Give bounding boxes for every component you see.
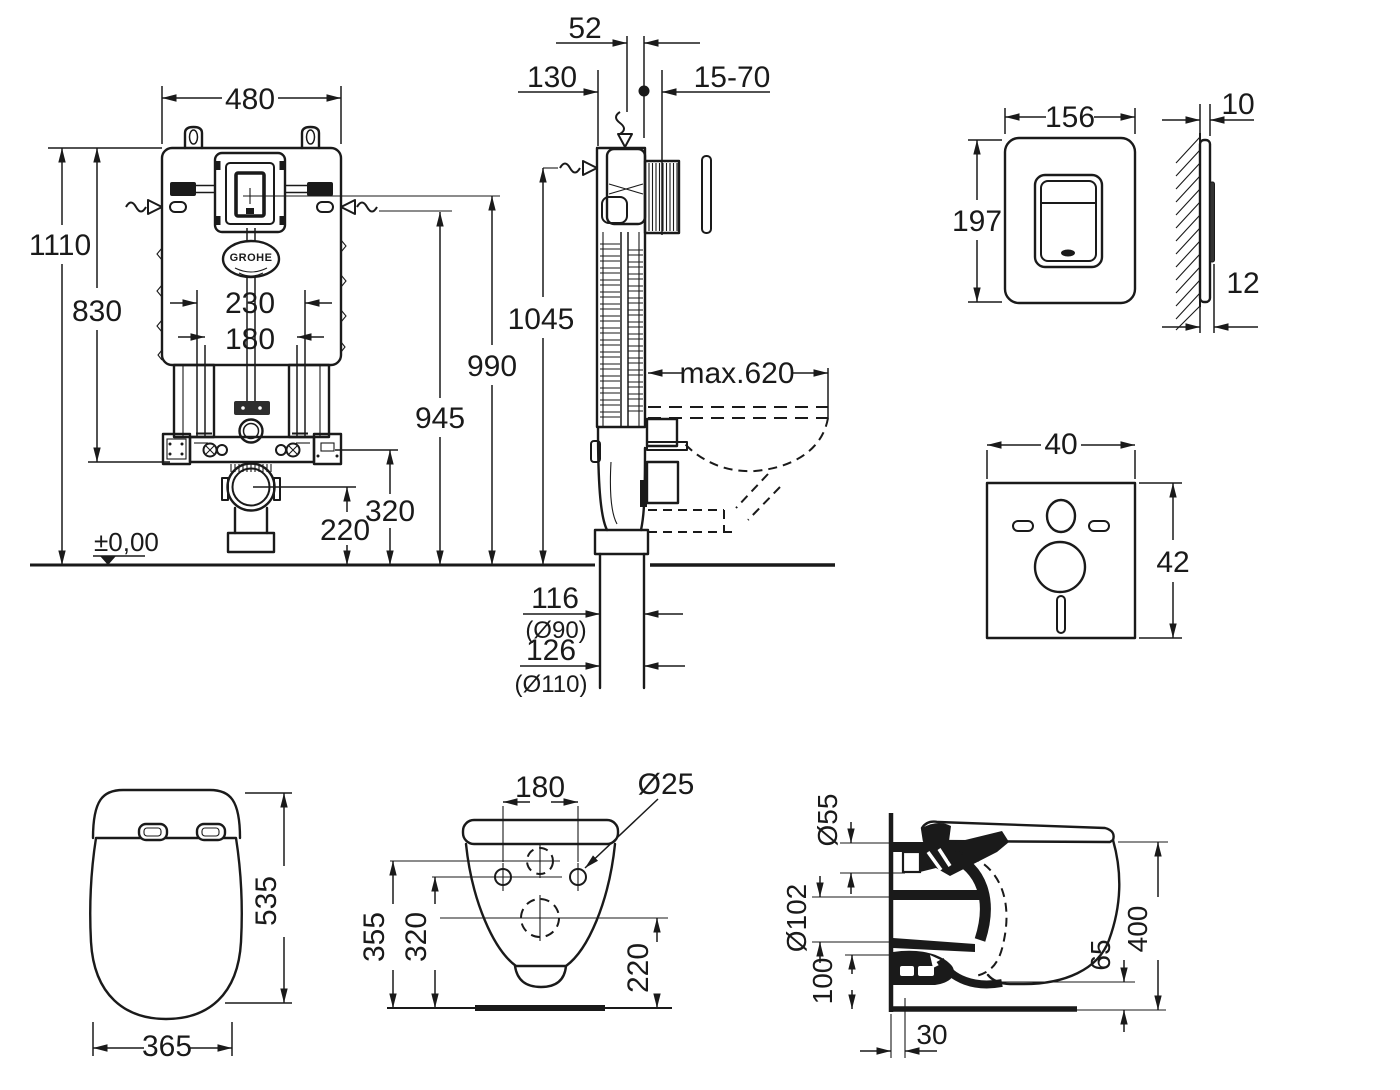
- sound-insulation-pad-view: 40 42: [985, 428, 1190, 640]
- mounting-rods: [169, 182, 334, 213]
- pan-side-view: Ø55 Ø102 100 65 400 30: [781, 794, 1168, 1058]
- dim-plate-depth-button: 12: [1226, 267, 1259, 300]
- supply-arrow-left: [543, 160, 598, 176]
- dim-pan-length: 535: [250, 876, 283, 926]
- pan-top-view: 535 365: [89, 788, 292, 1063]
- dim-back-355: 355: [358, 912, 391, 962]
- dim-height-1045: 1045: [508, 303, 575, 336]
- hanger-tabs: [183, 125, 321, 150]
- dim-pipe-dia-110: (Ø110): [515, 671, 588, 698]
- supply-arrow-down: [615, 111, 633, 148]
- dim-offset-116: 116: [531, 582, 579, 615]
- dim-pipe-dia-90: (Ø90): [525, 617, 586, 644]
- brand-label: GROHE: [230, 252, 273, 264]
- dim-spacing-inner: 180: [225, 323, 275, 356]
- dim-pad-width: 40: [1044, 428, 1077, 461]
- drain-elbow: [221, 462, 281, 554]
- bottom-rail: [161, 418, 343, 466]
- dim-frame-width: 480: [225, 83, 275, 116]
- ground-level-label: ±0,00: [94, 527, 159, 557]
- seat-hinges: [137, 822, 227, 842]
- dim-frame-height-upper: 830: [72, 295, 122, 328]
- dim-flush-dia: Ø55: [812, 794, 843, 847]
- dim-plate-width: 156: [1045, 101, 1095, 134]
- dim-outlet-dia: Ø102: [781, 884, 812, 953]
- dim-height-220: 220: [320, 514, 370, 547]
- wall-anchor-arrow-left: [125, 199, 163, 215]
- dim-height-990: 990: [467, 350, 517, 383]
- dim-frame-height-total: 1110: [29, 229, 91, 262]
- dashed-wc-outline: [648, 406, 829, 533]
- dim-outlet-height: 100: [807, 958, 838, 1005]
- dim-spacing-outer: 230: [225, 287, 275, 320]
- dim-plate-thickness: 10: [1221, 88, 1254, 121]
- dim-rim-gap: 65: [1085, 939, 1116, 970]
- dim-back-220: 220: [622, 943, 655, 993]
- supply-point-dot: [638, 85, 650, 97]
- dim-supply-offset: 52: [568, 12, 601, 45]
- dim-wall-gap: 30: [916, 1019, 947, 1050]
- button-indicator: [1061, 249, 1075, 257]
- dim-back-320: 320: [400, 912, 433, 962]
- dim-pad-height: 42: [1156, 546, 1189, 579]
- wall-anchor-arrow-right: [340, 199, 452, 215]
- flush-plate-front-view: 156 197: [952, 101, 1137, 305]
- dim-pan-width: 365: [142, 1030, 192, 1063]
- grohe-logo: GROHE: [221, 228, 281, 415]
- dim-offset-126: 126: [526, 634, 576, 667]
- dim-wall-finish-range: 15-70: [694, 61, 771, 94]
- dim-hole-dia: Ø25: [638, 768, 695, 801]
- frame-side-dimensions: 52 130 15-70 1045 max.620 116 (Ø90) 126 …: [508, 12, 829, 698]
- inspection-opening: [213, 151, 500, 234]
- dim-plate-height: 197: [952, 205, 1002, 238]
- dim-depth-130: 130: [527, 61, 577, 94]
- flush-plate-profile: [701, 155, 712, 234]
- frame-front-dimensions: 480 1110 830 230 180 945 990 320: [29, 83, 517, 565]
- dim-hole-spacing: 180: [515, 771, 565, 804]
- datum-triangle: [100, 556, 116, 565]
- dim-height-320: 320: [365, 495, 415, 528]
- frame-front-view: GROHE: [125, 125, 500, 554]
- dim-max-projection: max.620: [679, 357, 794, 390]
- dim-seat-height: 400: [1122, 906, 1153, 953]
- flush-plate-side-view: 10 12: [1162, 88, 1260, 333]
- pan-back-view: 180 Ø25 355 320 220: [358, 768, 695, 1011]
- dim-height-945: 945: [415, 402, 465, 435]
